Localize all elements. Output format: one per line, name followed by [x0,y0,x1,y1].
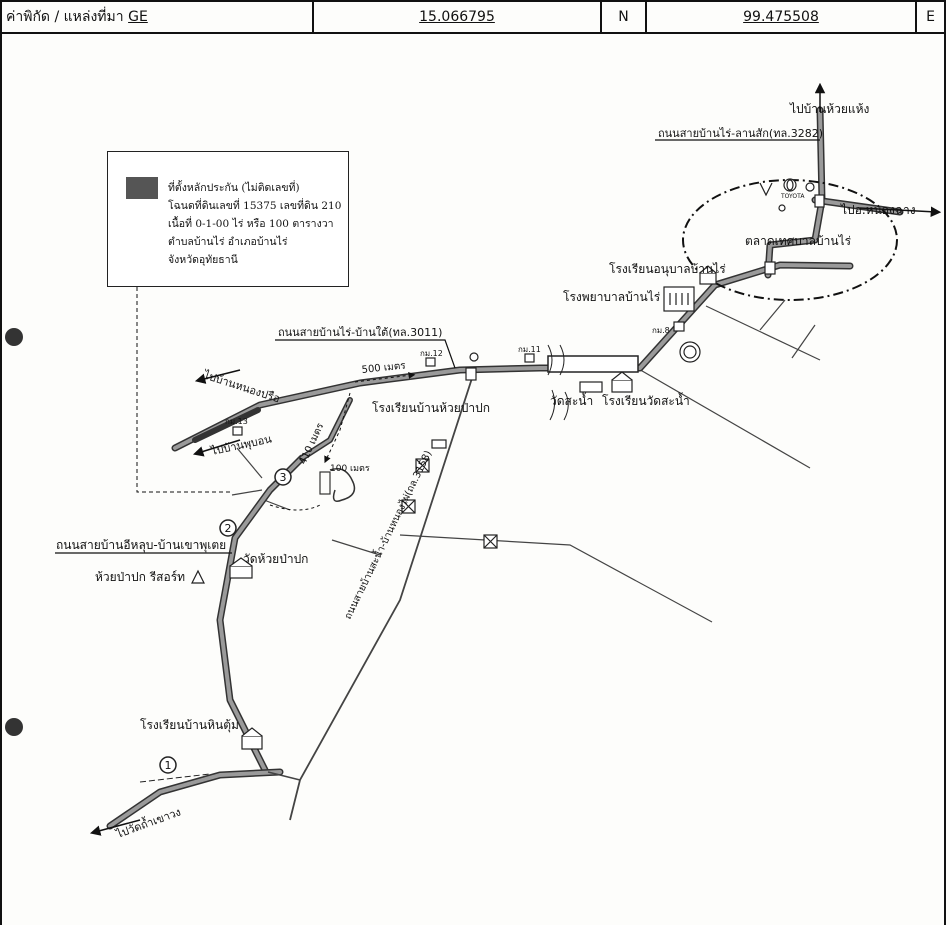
legend-swatch [126,177,158,199]
label-km11: กม.11 [518,345,541,354]
marker-1 [159,756,177,774]
coord-label: ค่าพิกัด / แหล่งที่มา [6,9,124,25]
lon-dir-cell: E [917,2,944,32]
binder-hole-bottom [5,718,23,736]
label-market: ตลาดเทศบาลบ้านไร่ [745,234,852,248]
legend-line: โฉนดที่ดินเลขที่ 15375 เลขที่ดิน 210 [168,200,342,212]
km11-post-icon [524,353,535,363]
latitude-value: 15.066795 [419,9,495,25]
km8-post-icon [673,321,685,332]
latitude-cell: 15.066795 [314,2,602,32]
resort-tree-icon [191,569,205,584]
label-to-wat-tham: ไปวัดถ้ำเขาวง [113,804,183,842]
label-school-wat-sa-nam: โรงเรียนวัดสะน้ำ [602,392,690,408]
label-toyota: TOYOTA [780,193,805,200]
marker-3 [274,468,292,486]
school-huay-pa-pok-icon [465,367,477,381]
label-road-3282: ถนนสายบ้านไร่-ลานสัก(ทล.3282) [658,127,823,140]
label-road-ihlup: ถนนสายบ้านอีหลุบ-บ้านเขาพุเตย [56,538,226,553]
market-post-icon [764,261,776,275]
label-dist-100: 100 เมตร [330,464,370,474]
legend-line: ตำบลบ้านไร่ อำเภอบ้านไร่ [168,236,288,248]
label-to-huay-haeng: ไปบ้านห้วยแห้ง [789,102,869,116]
arrow-to-pu-on [192,439,241,457]
map-frame [0,32,946,925]
label-dist-500: 500 เมตร [361,360,407,376]
pin-icon [778,204,786,212]
wat-huay-pa-pok-icon [229,565,253,579]
legend-line: เนื้อที่ 0-1-00 ไร่ หรือ 100 ตารางวา [168,218,334,230]
arrow-to-wat-tham [89,819,141,836]
label-to-pu-on: ไปบ้านพุบอน [209,432,273,458]
wat-sa-nam-icon [579,381,603,393]
label-school-hin-tum: โรงเรียนบ้านหินตุ้ม [140,718,239,733]
label-to-nong-prue: ไปบ้านหนองปรือ [201,368,282,405]
lon-dir: E [926,9,935,25]
coord-source-cell: ค่าพิกัด / แหล่งที่มา GE [2,2,314,32]
lat-dir-cell: N [602,2,647,32]
label-kindergarten: โรงเรียนอนุบาลบ้านไร่ [609,262,726,277]
label-km13: กม.13 [225,417,248,426]
label-hospital: โรงพยาบาลบ้านไร่ [563,290,661,304]
landmark-icons [191,178,825,750]
arrow-to-nong-chang [859,206,942,217]
minor-roads [231,299,821,623]
label-wat-huay-pa-pok: วัดห้วยป่าปก [243,552,308,566]
binder-hole-top [5,328,23,346]
marker-2 [219,519,237,537]
label-resort: ห้วยป่าปก รีสอร์ท [95,570,185,584]
road-3158-line [289,371,475,821]
school-wat-sa-nam-icon [611,379,633,393]
junction-post-icon [814,194,825,208]
svg-text:1: 1 [165,759,172,772]
site-boundary-mark [329,468,356,502]
coord-source: GE [128,9,148,25]
label-road-3011: ถนนสายบ้านไร่-บ้านใต้(ทล.3011) [278,326,442,339]
lat-dir: N [618,9,629,25]
km12-post-icon [425,357,436,367]
station-icon [805,182,815,192]
route-markers: 1 2 3 [139,468,292,783]
legend-box: ที่ตั้งหลักประกัน (ไม่ติดเลขที่) โฉนดที่… [107,151,349,287]
longitude-cell: 99.475508 [647,2,917,32]
hospital-icon [663,286,695,312]
legend-line: จังหวัดอุทัยธานี [168,254,238,266]
label-km12: กม.12 [420,349,443,358]
label-wat-sa-nam: วัดสะน้ำ [550,392,593,408]
km13-post-icon [232,426,243,436]
arrow-to-nong-prue [194,369,241,384]
svg-text:2: 2 [225,522,232,535]
legend-text: ที่ตั้งหลักประกัน (ไม่ติดเลขที่) โฉนดที่… [168,179,348,269]
legend-line: ที่ตั้งหลักประกัน (ไม่ติดเลขที่) [168,182,300,194]
school-hin-tum-icon [241,735,263,750]
coordinate-header: ค่าพิกัด / แหล่งที่มา GE 15.066795 N 99.… [0,0,946,34]
label-to-nong-chang: ไปอ.หนองฉาง [840,203,916,217]
small-building-icon [431,439,447,449]
longitude-value: 99.475508 [743,9,819,25]
bridge [547,355,639,373]
label-km8: กม.8 [652,326,670,335]
legend-leader-line [136,287,230,493]
temple-icon [759,182,773,197]
label-school-huay-pa-pok: โรงเรียนบ้านห้วยป่าปก [372,401,490,415]
svg-text:3: 3 [280,471,287,484]
